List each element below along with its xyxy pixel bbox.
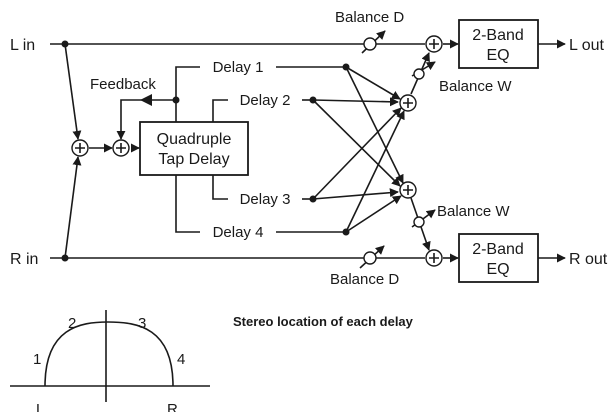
d2-to-lower-wet-line: [312, 99, 401, 187]
upper-wet-sum-node-icon: [399, 94, 417, 112]
tap-label-delay-4: Delay 4: [213, 224, 264, 241]
left-eq-line2: EQ: [486, 47, 509, 64]
right-eq-line2: EQ: [486, 261, 509, 278]
d1-to-upper-wet-line: [345, 66, 401, 100]
delay-block-line1: Quadruple: [157, 131, 232, 148]
d3-to-lower-wet-line: [312, 188, 399, 200]
right-output-label: R out: [569, 251, 608, 268]
feedback-label: Feedback: [90, 76, 156, 93]
d1-to-lower-wet-line: [345, 66, 404, 184]
stereo-tap-4: 4: [177, 351, 185, 368]
left-output-sum-node-icon: [425, 35, 443, 53]
balance-w-lower-knob-icon: [411, 209, 436, 228]
lower-wet-sum-node-icon: [399, 181, 417, 199]
feedback-line: [116, 99, 176, 140]
balance-w-upper-label: Balance W: [439, 78, 512, 95]
right-output-sum-node-icon: [425, 249, 443, 267]
stereo-tap-2: 2: [68, 315, 76, 332]
delay2-tap-line: [212, 99, 228, 122]
tap-label-delay-1: Delay 1: [213, 59, 264, 76]
right-input-label: R in: [10, 251, 38, 268]
stereo-axis-left: L: [36, 401, 44, 412]
left-eq-line1: 2-Band: [472, 27, 524, 44]
d4-to-upper-wet-line: [345, 110, 405, 233]
balance-d-upper-knob-icon: [361, 30, 386, 54]
right-eq-line1: 2-Band: [472, 241, 524, 258]
delay4-tap-line: [175, 175, 200, 233]
stereo-tap-3: 3: [138, 315, 146, 332]
balance-d-lower-knob-icon: [359, 245, 385, 269]
right-to-sum-line: [64, 156, 82, 259]
d2-to-upper-wet-line: [312, 97, 399, 107]
quadruple-tap-delay-block: [139, 121, 249, 176]
left-to-sum-line: [64, 43, 82, 140]
left-input-label: L in: [10, 37, 35, 54]
delay1-tap-line: [175, 66, 200, 122]
d3-to-upper-wet-line: [312, 107, 402, 200]
stereo-arc: [44, 321, 174, 387]
balance-d-upper-label: Balance D: [335, 9, 404, 26]
d4-to-lower-wet-line: [345, 195, 402, 233]
feedback-sum-node-icon: [112, 139, 130, 157]
balance-d-lower-label: Balance D: [330, 271, 399, 288]
stereo-axis-right: R: [167, 401, 178, 412]
balance-w-lower-label: Balance W: [437, 203, 510, 220]
left-eq-block: [458, 19, 539, 69]
left-output-label: L out: [569, 37, 605, 54]
stereo-caption: Stereo location of each delay: [233, 314, 414, 329]
input-sum-node-icon: [71, 139, 89, 157]
delay3-tap-line: [212, 175, 228, 200]
delay-block-line2: Tap Delay: [158, 151, 229, 168]
right-eq-block: [458, 233, 539, 283]
tap-label-delay-3: Delay 3: [240, 191, 291, 208]
feedback-arrow-icon: [140, 94, 152, 106]
stereo-tap-1: 1: [33, 351, 41, 368]
tap-label-delay-2: Delay 2: [240, 92, 291, 109]
balance-w-upper-knob-icon: [411, 61, 436, 80]
